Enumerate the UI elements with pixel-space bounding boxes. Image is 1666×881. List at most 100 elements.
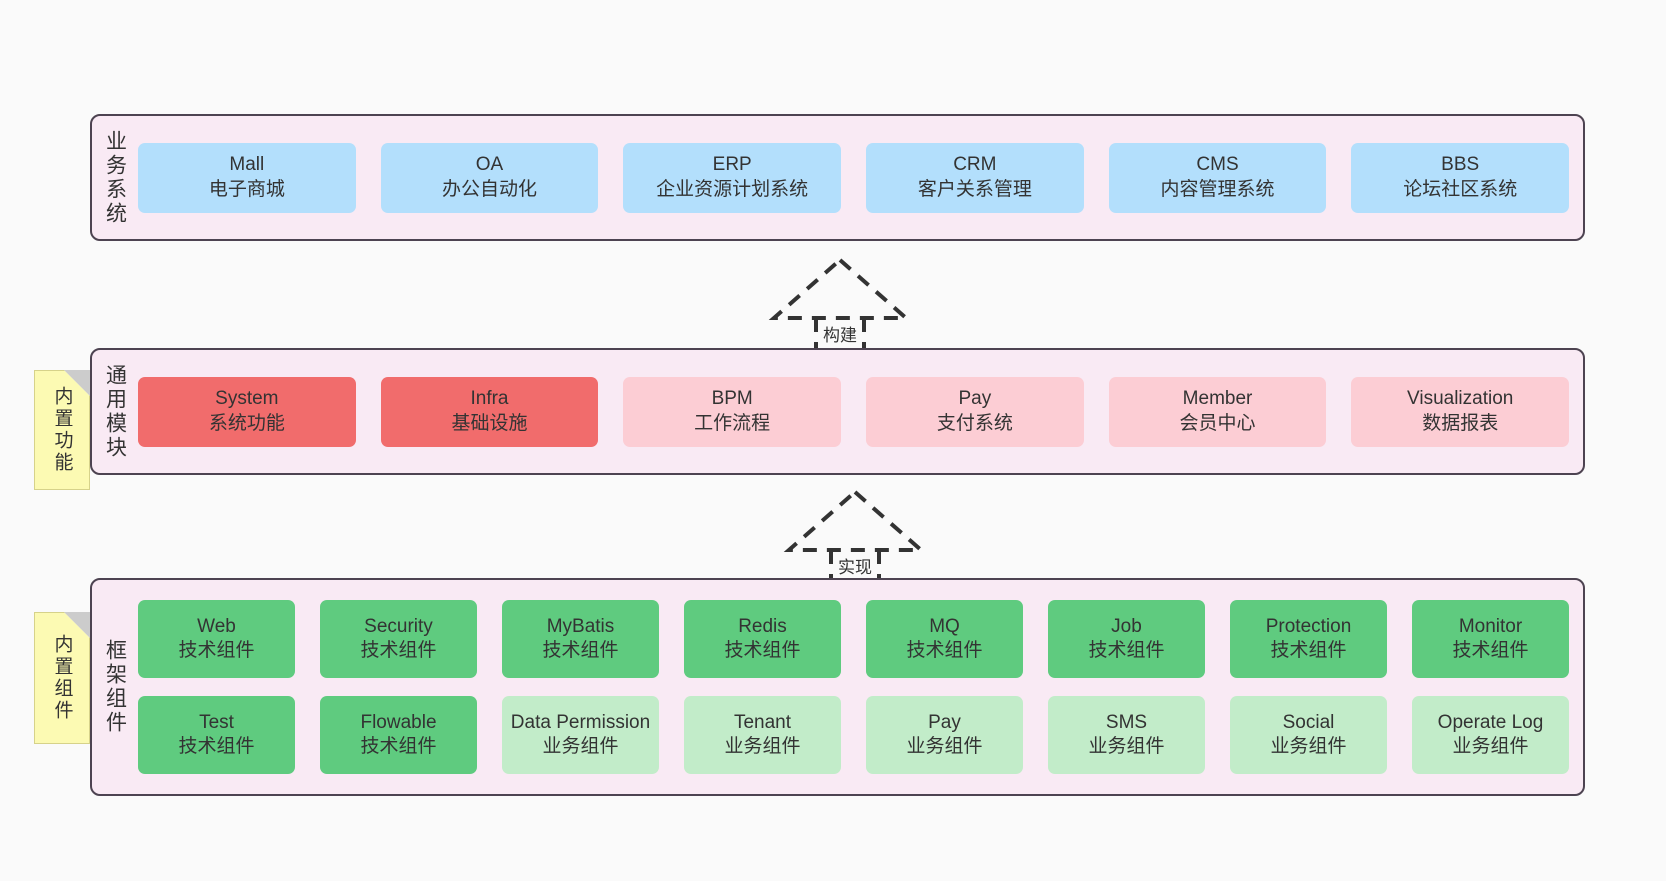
node-title: BPM [711, 388, 753, 410]
note-text: 内置组件 [51, 634, 73, 722]
node-protection[interactable]: Protection 技术组件 [1230, 600, 1387, 678]
node-mybatis[interactable]: MyBatis 技术组件 [502, 600, 659, 678]
node-title: Job [1111, 615, 1142, 637]
node-title: Social [1282, 711, 1335, 733]
node-mall[interactable]: Mall 电子商城 [138, 142, 356, 213]
arrow-implement-label: 实现 [835, 553, 875, 578]
node-subtitle: 技术组件 [542, 640, 619, 661]
node-title: OA [475, 154, 504, 176]
node-monitor[interactable]: Monitor 技术组件 [1412, 600, 1569, 678]
node-title: BBS [1441, 154, 1480, 176]
node-row: Mall 电子商城 OA 办公自动化 ERP 企业资源计划系统 CRM 客户关系… [138, 142, 1570, 213]
node-subtitle: 技术组件 [1270, 640, 1347, 661]
node-subtitle: 支付系统 [936, 412, 1013, 434]
node-visualization[interactable]: Visualization 数据报表 [1351, 376, 1570, 447]
node-title: Member [1182, 388, 1253, 410]
node-title: Operate Log [1437, 711, 1544, 733]
node-test[interactable]: Test 技术组件 [138, 696, 295, 774]
node-job[interactable]: Job 技术组件 [1048, 600, 1205, 678]
node-bpm[interactable]: BPM 工作流程 [623, 376, 842, 447]
node-subtitle: 业务组件 [1088, 736, 1165, 757]
node-bbs[interactable]: BBS 论坛社区系统 [1351, 142, 1570, 213]
layer-label-framework-components: 框架组件 [103, 639, 127, 735]
node-row: Test 技术组件 Flowable 技术组件 Data Permission … [138, 696, 1569, 774]
node-title: CRM [953, 154, 997, 176]
node-subtitle: 企业资源计划系统 [656, 178, 809, 200]
arrow-build: 构建 [750, 256, 930, 352]
arrow-build-label: 构建 [820, 321, 860, 346]
node-subtitle: 业务组件 [1452, 736, 1529, 757]
node-title: Redis [738, 615, 787, 637]
node-title: MQ [929, 615, 960, 637]
node-pay[interactable]: Pay 支付系统 [866, 376, 1084, 447]
node-subtitle: 技术组件 [906, 640, 983, 661]
node-title: Web [197, 615, 236, 637]
node-cms[interactable]: CMS 内容管理系统 [1108, 142, 1327, 213]
node-subtitle: 内容管理系统 [1160, 178, 1275, 200]
node-subtitle: 技术组件 [178, 736, 255, 757]
node-subtitle: 会员中心 [1179, 412, 1256, 434]
node-member[interactable]: Member 会员中心 [1108, 376, 1327, 447]
node-title: CMS [1196, 154, 1239, 176]
node-tenant[interactable]: Tenant 业务组件 [684, 696, 841, 774]
node-redis[interactable]: Redis 技术组件 [684, 600, 841, 678]
node-title: Security [364, 615, 433, 637]
node-infra[interactable]: Infra 基础设施 [380, 376, 599, 447]
node-subtitle: 技术组件 [724, 640, 801, 661]
layer-body-business-systems: Mall 电子商城 OA 办公自动化 ERP 企业资源计划系统 CRM 客户关系… [138, 116, 1583, 239]
node-title: Pay [928, 711, 961, 733]
node-sms[interactable]: SMS 业务组件 [1048, 696, 1205, 774]
node-subtitle: 工作流程 [694, 412, 771, 434]
node-subtitle: 办公自动化 [442, 178, 538, 200]
node-title: Protection [1265, 615, 1352, 637]
node-subtitle: 技术组件 [1088, 640, 1165, 661]
node-title: SMS [1105, 711, 1148, 733]
node-mq[interactable]: MQ 技术组件 [866, 600, 1023, 678]
node-subtitle: 技术组件 [178, 640, 255, 661]
node-subtitle: 技术组件 [360, 640, 437, 661]
layer-common-modules: 通用模块 System 系统功能 Infra 基础设施 BPM 工作流程 Pay… [90, 348, 1585, 475]
node-subtitle: 系统功能 [208, 412, 285, 434]
node-web[interactable]: Web 技术组件 [138, 600, 295, 678]
node-subtitle: 电子商城 [208, 178, 285, 200]
node-row: Web 技术组件 Security 技术组件 MyBatis 技术组件 Redi… [138, 600, 1569, 678]
node-subtitle: 基础设施 [451, 412, 528, 434]
node-title: Data Permission [510, 711, 651, 733]
node-social[interactable]: Social 业务组件 [1230, 696, 1387, 774]
node-title: Infra [470, 388, 509, 410]
node-erp[interactable]: ERP 企业资源计划系统 [623, 142, 842, 213]
node-title: System [215, 388, 279, 410]
node-data-permission[interactable]: Data Permission 业务组件 [502, 696, 659, 774]
node-title: MyBatis [546, 615, 615, 637]
layer-body-common-modules: System 系统功能 Infra 基础设施 BPM 工作流程 Pay 支付系统… [138, 350, 1583, 473]
node-title: Visualization [1407, 388, 1514, 410]
node-pay-biz[interactable]: Pay 业务组件 [866, 696, 1023, 774]
node-subtitle: 业务组件 [542, 736, 619, 757]
node-row: System 系统功能 Infra 基础设施 BPM 工作流程 Pay 支付系统… [138, 376, 1570, 447]
node-oa[interactable]: OA 办公自动化 [380, 142, 599, 213]
node-title: Pay [958, 388, 992, 410]
node-title: Monitor [1458, 615, 1523, 637]
layer-label-business-systems: 业务系统 [103, 129, 127, 226]
node-subtitle: 论坛社区系统 [1403, 178, 1518, 200]
layer-body-framework-components: Web 技术组件 Security 技术组件 MyBatis 技术组件 Redi… [138, 580, 1583, 794]
node-operate-log[interactable]: Operate Log 业务组件 [1412, 696, 1569, 774]
note-text: 内置功能 [51, 386, 73, 474]
node-title: ERP [712, 154, 752, 176]
layer-label-common-modules: 通用模块 [103, 363, 127, 460]
node-system[interactable]: System 系统功能 [138, 376, 356, 447]
node-subtitle: 业务组件 [724, 736, 801, 757]
node-subtitle: 业务组件 [1270, 736, 1347, 757]
node-title: Flowable [360, 711, 437, 733]
node-subtitle: 技术组件 [1452, 640, 1529, 661]
layer-framework-components: 框架组件 Web 技术组件 Security 技术组件 MyBatis 技术组件… [90, 578, 1585, 796]
node-security[interactable]: Security 技术组件 [320, 600, 477, 678]
layer-business-systems: 业务系统 Mall 电子商城 OA 办公自动化 ERP 企业资源计划系统 CRM… [90, 114, 1585, 241]
node-crm[interactable]: CRM 客户关系管理 [866, 142, 1084, 213]
node-subtitle: 业务组件 [906, 736, 983, 757]
note-builtin-component: 内置组件 [34, 612, 90, 744]
node-title: Tenant [733, 711, 792, 733]
node-flowable[interactable]: Flowable 技术组件 [320, 696, 477, 774]
note-builtin-function: 内置功能 [34, 370, 90, 490]
